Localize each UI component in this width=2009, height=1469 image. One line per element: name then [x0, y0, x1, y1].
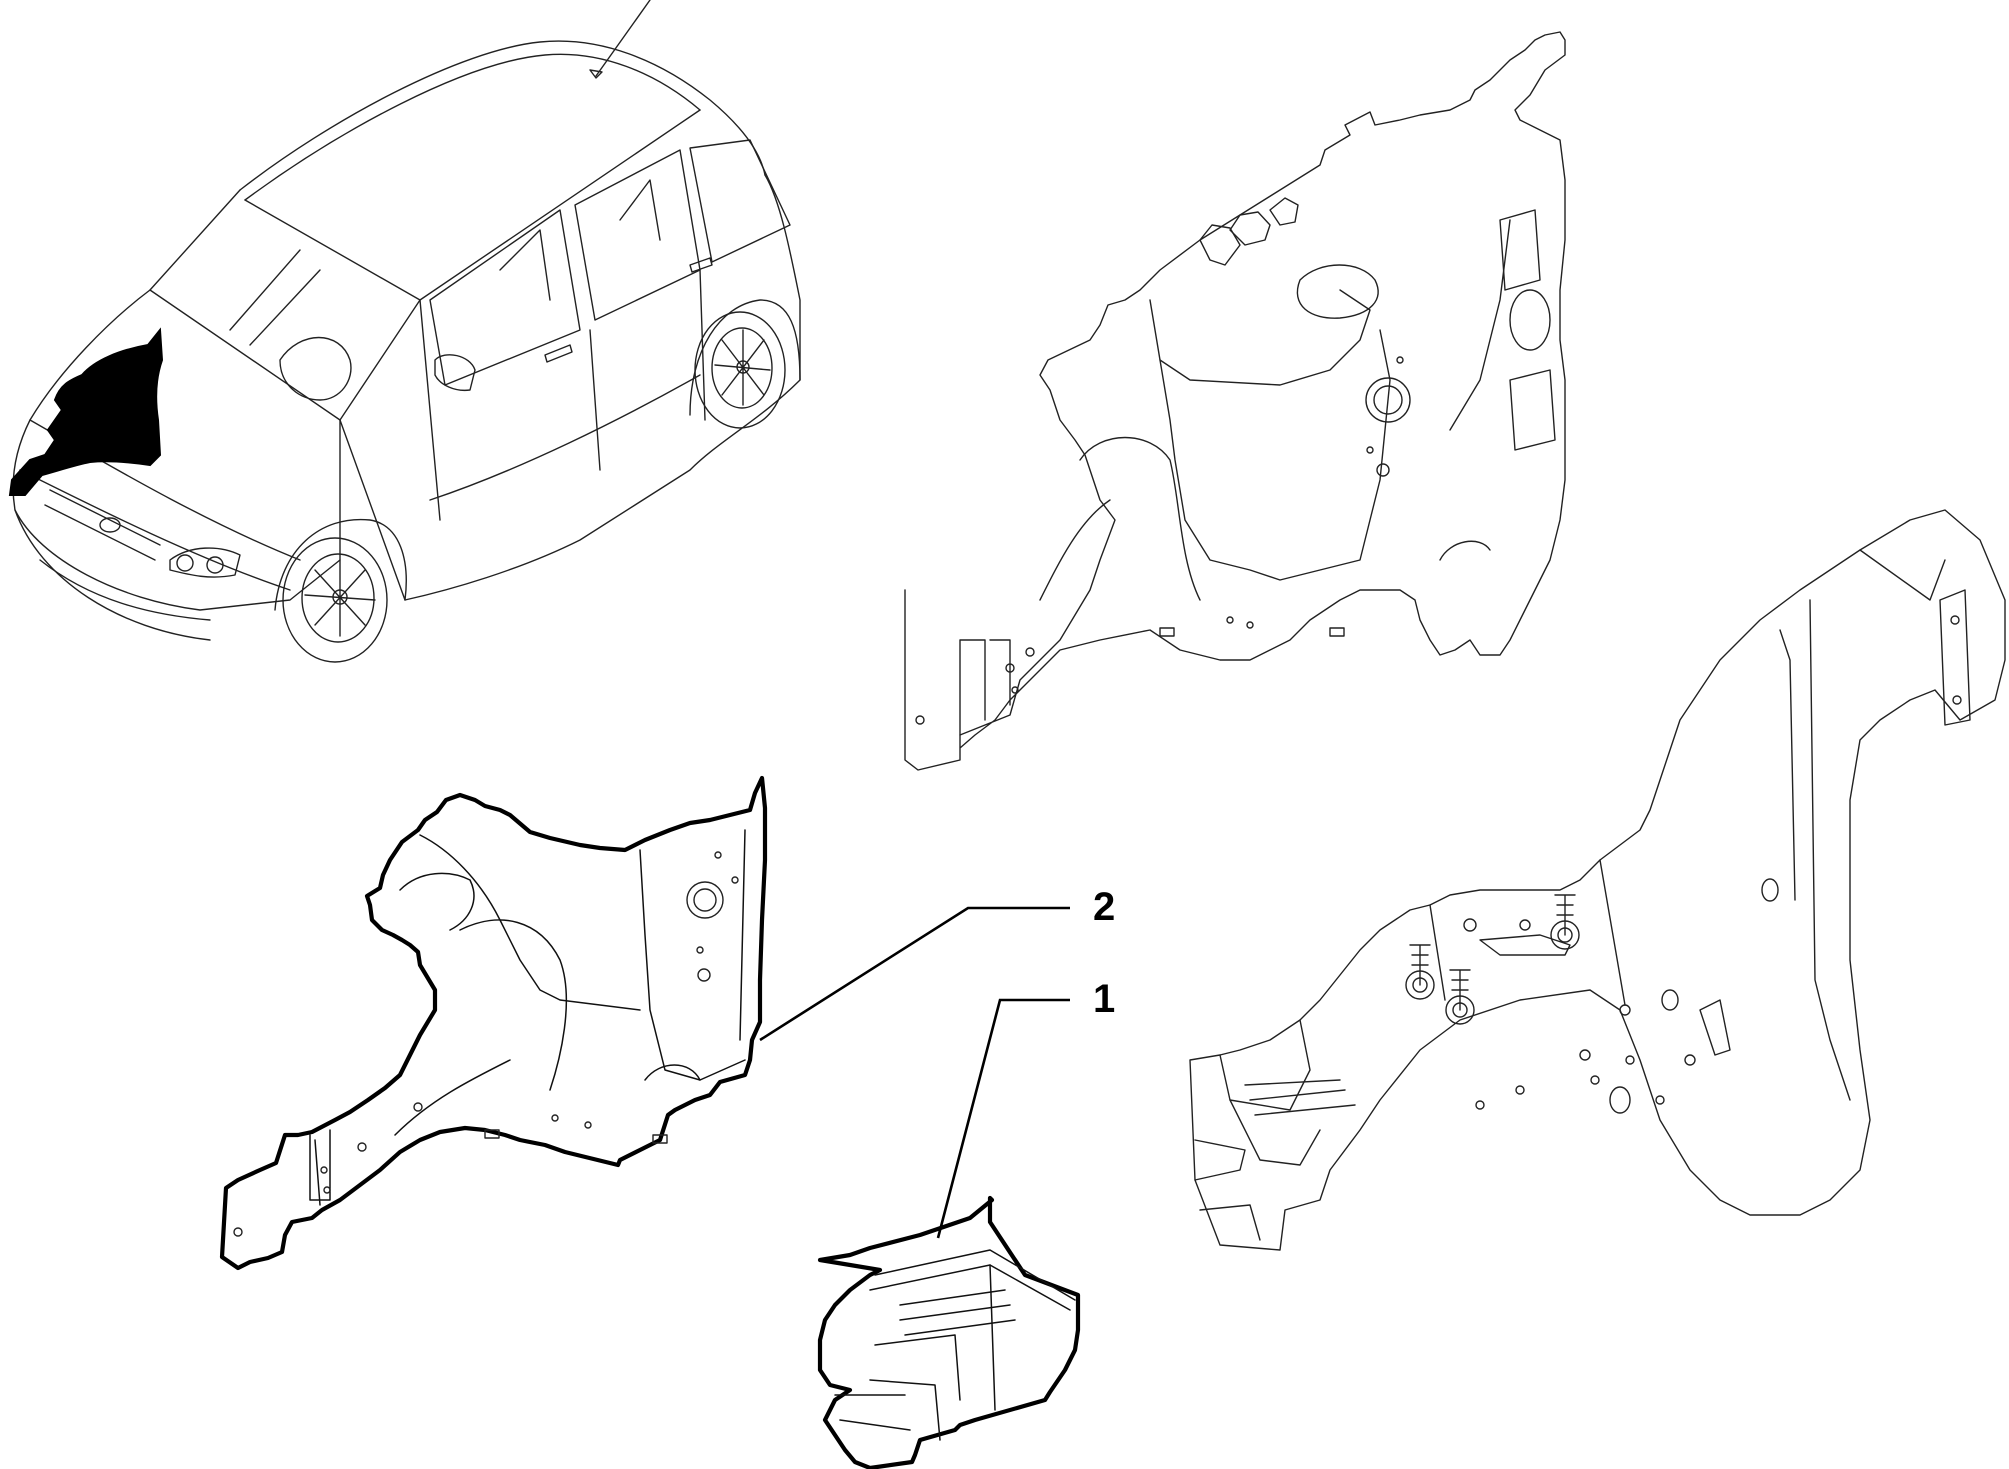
side-member-assembly-view	[1189, 509, 2006, 1251]
callout-2: 2	[759, 885, 1115, 1042]
callout-1: 1	[936, 977, 1115, 1239]
wheelhouse-assembly-view	[904, 31, 1566, 771]
callout-number-1: 1	[1093, 977, 1115, 1021]
callout-number-2: 2	[1093, 885, 1115, 929]
highlighted-part-location	[8, 327, 164, 496]
part-1-side-member-extension	[817, 1195, 1081, 1469]
vehicle-overview-illustration	[8, 0, 801, 663]
part-2-wheelhouse-panel	[219, 775, 768, 1271]
